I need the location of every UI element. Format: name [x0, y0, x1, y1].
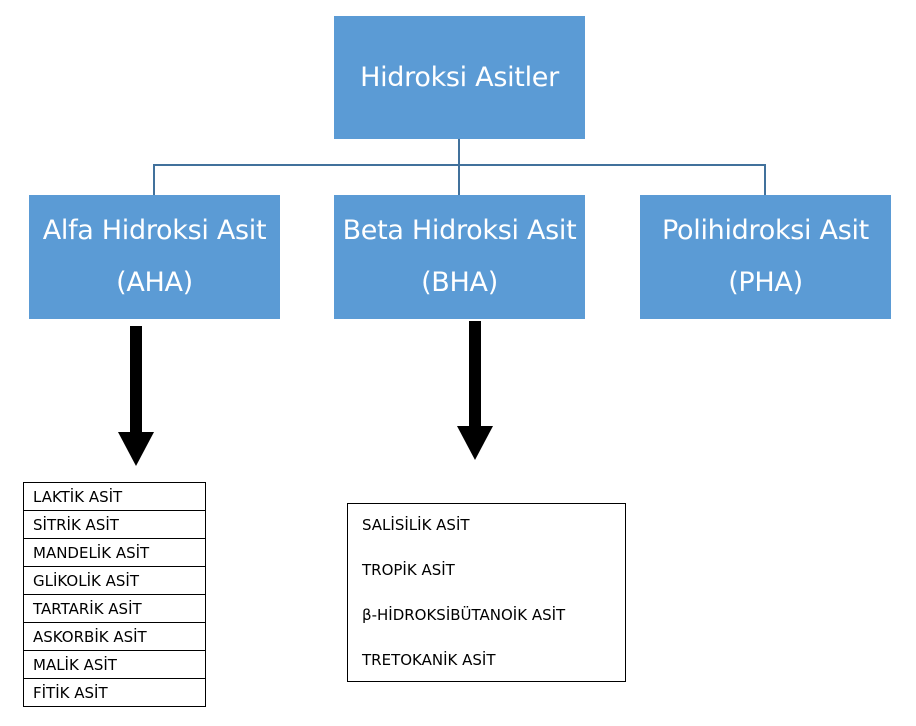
- aha-abbr: (AHA): [116, 267, 193, 298]
- bha-arrow-head: [457, 426, 493, 460]
- aha-arrow-shaft: [130, 326, 142, 433]
- bha-arrow-shaft: [469, 321, 481, 427]
- list-item: TROPİK ASİT: [362, 561, 455, 579]
- list-item: MALİK ASİT: [24, 651, 205, 679]
- pha-name: Polihidroksi Asit: [662, 215, 869, 246]
- bha-acid-list: SALİSİLİK ASİT TROPİK ASİT β-HİDROKSİBÜT…: [347, 503, 626, 682]
- aha-acid-list: LAKTİK ASİT SİTRİK ASİT MANDELİK ASİT GL…: [23, 482, 206, 707]
- list-item: FİTİK ASİT: [24, 679, 205, 707]
- pha-abbr: (PHA): [728, 267, 803, 298]
- list-item: ASKORBİK ASİT: [24, 623, 205, 651]
- bha-node: Beta Hidroksi Asit (BHA): [334, 195, 585, 319]
- list-item: TRETOKANİK ASİT: [362, 651, 496, 669]
- connector-pha: [764, 164, 766, 195]
- bha-name: Beta Hidroksi Asit: [342, 215, 577, 246]
- list-item: TARTARİK ASİT: [24, 595, 205, 623]
- list-item: LAKTİK ASİT: [24, 483, 205, 511]
- list-item: MANDELİK ASİT: [24, 539, 205, 567]
- list-item: β-HİDROKSİBÜTANOİK ASİT: [362, 606, 566, 624]
- list-item: GLİKOLİK ASİT: [24, 567, 205, 595]
- aha-arrow-head: [118, 432, 154, 466]
- list-item: SALİSİLİK ASİT: [362, 516, 470, 534]
- aha-name: Alfa Hidroksi Asit: [42, 215, 267, 246]
- connector-aha: [153, 164, 155, 195]
- list-item: SİTRİK ASİT: [24, 511, 205, 539]
- connector-root-down: [458, 139, 460, 165]
- pha-node: Polihidroksi Asit (PHA): [640, 195, 891, 319]
- aha-node: Alfa Hidroksi Asit (AHA): [29, 195, 280, 319]
- bha-abbr: (BHA): [421, 267, 498, 298]
- connector-bha: [458, 164, 460, 195]
- root-node: Hidroksi Asitler: [334, 16, 585, 139]
- root-label: Hidroksi Asitler: [360, 61, 559, 93]
